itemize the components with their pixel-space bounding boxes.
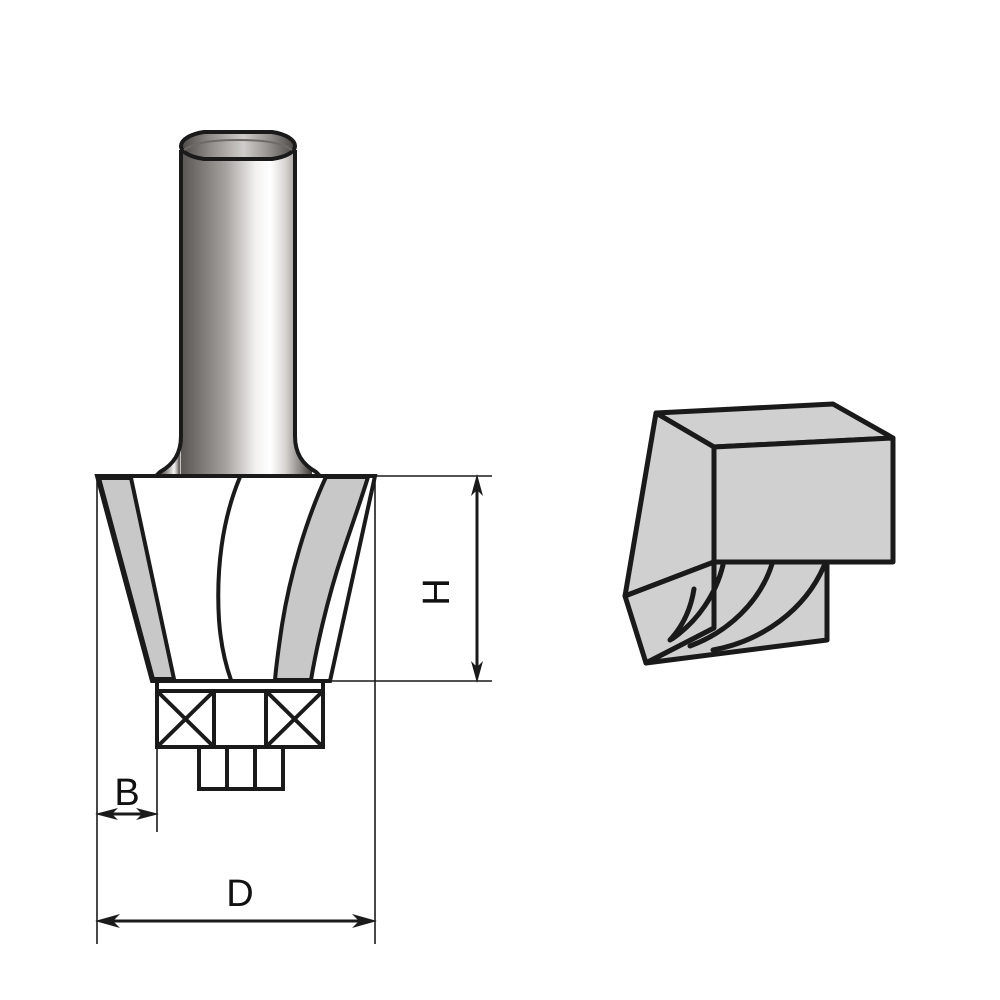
shank-outline: [154, 150, 183, 478]
dimension-h-arrow-bottom: [471, 661, 483, 683]
dimension-h-label: H: [416, 578, 458, 605]
shank-top-cap: [178, 130, 298, 161]
flute-center-curve: [216, 476, 242, 681]
dimension-b-arrow-left: [95, 808, 118, 820]
fillet-transition-left: [158, 420, 181, 476]
cutter-body: [94, 474, 378, 683]
shank: [154, 130, 322, 478]
profile-arc-outer: [710, 563, 827, 653]
guide-bearing: [155, 679, 325, 749]
front-elevation-view: H B D: [94, 130, 492, 944]
dimension-b: B: [95, 772, 159, 820]
bearing-bore: [212, 689, 268, 749]
isometric-profile-sample: [622, 401, 896, 666]
shank-cap-seam: [183, 138, 293, 151]
bearing-race-right-x2: [264, 689, 325, 749]
dimension-d-arrow-left: [95, 914, 120, 928]
dimension-h-arrow-top: [471, 474, 483, 496]
shank-barrel: [163, 146, 312, 476]
bearing-screw: [197, 745, 285, 791]
dimension-b-arrow-right: [136, 808, 159, 820]
bearing-race-left-x2: [155, 689, 216, 749]
profile-arc-middle: [687, 561, 775, 649]
dimension-d: D: [95, 873, 377, 928]
screw-head: [197, 745, 285, 791]
profile-arc-inner: [669, 562, 726, 642]
dimension-d-label: D: [226, 873, 253, 915]
profile-arc-innermost: [667, 586, 697, 643]
dimension-b-label: B: [114, 772, 139, 814]
dimension-d-arrow-right: [352, 914, 377, 928]
dimension-h: H: [416, 474, 483, 683]
iso-front-face: [711, 435, 896, 565]
molding-profile-arcs: [667, 561, 827, 653]
shank-outline-right: [293, 150, 322, 478]
